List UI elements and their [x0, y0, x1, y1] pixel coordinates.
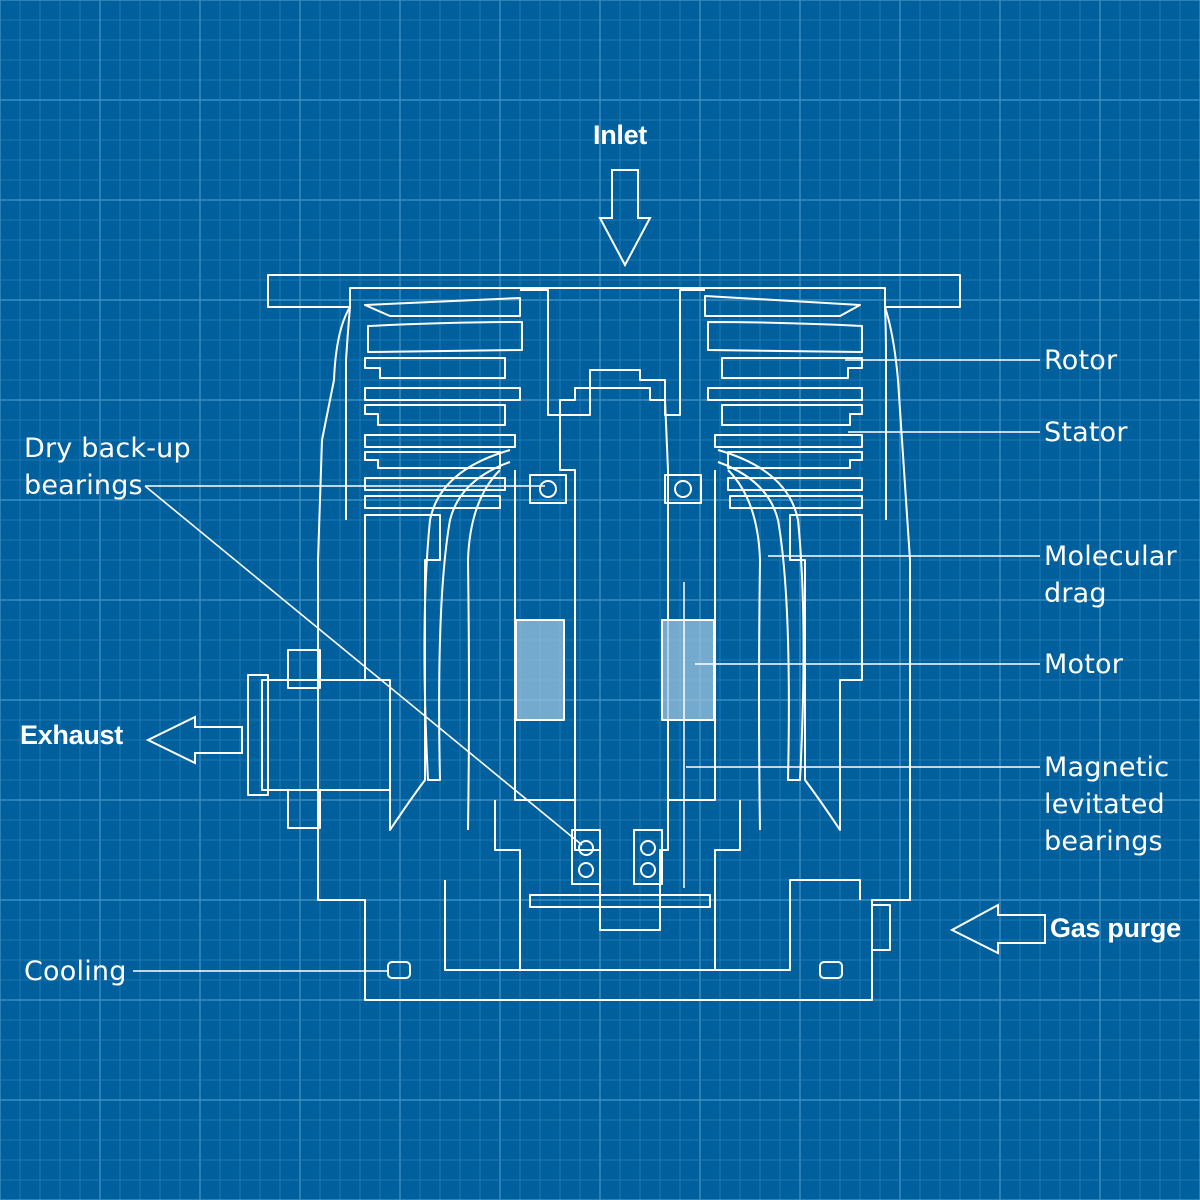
- thrust-disk: [529, 894, 711, 908]
- housing-inner-wall: [345, 306, 351, 520]
- upper-bearing-left: [529, 474, 567, 504]
- dry-bearings-label-line-2: bearings: [24, 470, 143, 501]
- magnetic-bearings-label-line-2: levitated: [1044, 789, 1165, 820]
- base-assembly: [494, 800, 741, 971]
- drag-stage-left: [467, 469, 501, 831]
- upper-bearing-ball-right: [674, 480, 692, 498]
- magnetic-bearings-label: Magnetic levitated bearings: [1044, 749, 1169, 860]
- inlet-flange: [267, 274, 961, 308]
- turbo-blades-right: [704, 295, 863, 509]
- molecular-drag-label-line-1: Molecular: [1044, 541, 1177, 572]
- cooling-label: Cooling: [24, 956, 127, 987]
- motor-column-left: [514, 470, 575, 801]
- molecular-drag-skirt-left: [423, 449, 511, 781]
- lower-bearing-ball-4: [640, 862, 656, 878]
- lower-bearing-ball-3: [640, 840, 656, 856]
- molecular-drag-skirt-right: [717, 449, 805, 781]
- gas-purge-port: [872, 904, 891, 951]
- upper-bearing-right: [664, 474, 702, 504]
- gas-purge-label: Gas purge: [1050, 913, 1181, 943]
- lower-bearing-right: [633, 829, 663, 885]
- cooling-channel: [387, 961, 411, 979]
- exhaust-arrow-icon: [145, 715, 243, 765]
- exhaust-port: [261, 679, 390, 791]
- rotor-hub: [520, 289, 705, 416]
- magnetic-bearings-label-line-1: Magnetic: [1044, 752, 1170, 783]
- inlet-arrow-icon: [598, 169, 652, 268]
- leader-dry-bearings-lower: [144, 485, 583, 846]
- motor-winding-right: [661, 619, 715, 721]
- rotor-label: Rotor: [1044, 345, 1118, 376]
- exhaust-bracket-bottom: [287, 789, 321, 829]
- pump-housing: [317, 306, 911, 1001]
- exhaust-flange: [247, 674, 269, 796]
- lower-bearing-left: [571, 829, 601, 885]
- lower-bearing-ball-2: [578, 862, 594, 878]
- stator-block-left: [364, 514, 441, 831]
- rotor-shaft: [559, 387, 669, 931]
- dry-bearings-label-line-1: Dry back-up: [24, 433, 191, 464]
- turbo-blades-left: [364, 297, 523, 509]
- upper-bearing-ball-left: [539, 480, 557, 498]
- lower-bearing-ball-1: [578, 840, 594, 856]
- motor-winding-left: [515, 619, 565, 721]
- exhaust-label: Exhaust: [20, 720, 123, 750]
- gas-purge-arrow-icon: [949, 903, 1046, 955]
- molecular-drag-label-line-2: drag: [1044, 578, 1107, 609]
- motor-label: Motor: [1044, 649, 1124, 680]
- stator-block-right: [789, 514, 863, 831]
- magnetic-bearings-label-line-3: bearings: [1044, 826, 1163, 857]
- dry-bearings-label: Dry back-up bearings: [24, 430, 191, 504]
- stator-label: Stator: [1044, 417, 1128, 448]
- molecular-drag-label: Molecular drag: [1044, 538, 1177, 612]
- inlet-label: Inlet: [593, 120, 648, 150]
- drag-stage-right: [727, 469, 761, 831]
- base-plate: [444, 879, 861, 971]
- exhaust-bracket-top: [287, 649, 321, 689]
- cooling-channel-right: [819, 961, 843, 979]
- housing-inner-wall-right: [884, 306, 887, 520]
